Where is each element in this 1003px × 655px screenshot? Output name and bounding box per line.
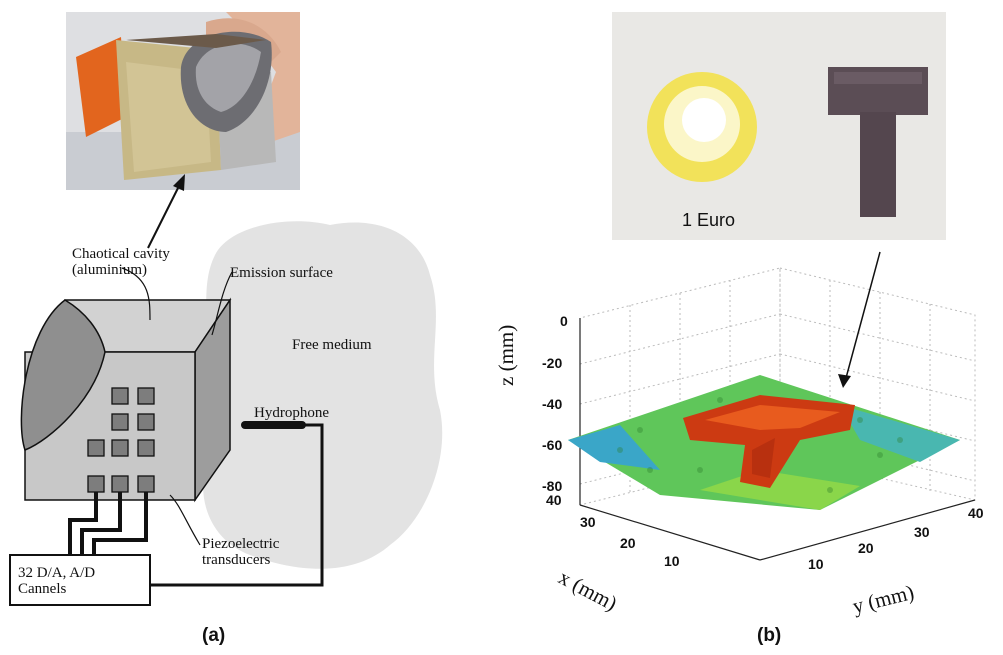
y-tick: 30 <box>914 524 930 540</box>
z-tick: 0 <box>560 313 568 329</box>
x-tick: 10 <box>664 553 680 569</box>
z-axis-label: z (mm) <box>494 324 518 386</box>
hydrophone-cable <box>150 423 324 587</box>
piezo-label: Piezoelectric transducers <box>202 536 280 568</box>
x-tick: 20 <box>620 535 636 551</box>
transducer-array <box>87 387 155 493</box>
x-tick: 40 <box>546 492 562 508</box>
x-tick: 30 <box>580 514 596 530</box>
z-tick: -80 <box>542 478 563 494</box>
z-tick: -20 <box>542 355 563 371</box>
y-tick: 20 <box>858 540 874 556</box>
transducer-cables <box>68 492 148 555</box>
target-objects-photo <box>612 12 946 240</box>
z-tick: -60 <box>542 437 563 453</box>
panel-a-label: (a) <box>202 625 226 646</box>
panel-b-label: (b) <box>757 625 782 646</box>
photo-pointer-arrow <box>147 179 183 249</box>
free-medium-label: Free medium <box>292 337 372 353</box>
y-tick: 40 <box>968 505 984 521</box>
cavity-label: Chaotical cavity (aluminium) <box>72 246 170 278</box>
electronics-box <box>9 554 151 606</box>
electronics-label: 32 D/A, A/D Cannels <box>18 565 96 597</box>
hydrophone-label: Hydrophone <box>254 405 329 421</box>
t-shaped-object <box>828 67 928 217</box>
chaotic-cavity <box>20 267 233 503</box>
cavity-photo <box>66 12 300 190</box>
t-pointer-arrow <box>845 251 881 379</box>
emission-surface-label: Emission surface <box>230 265 333 281</box>
z-tick: -40 <box>542 396 563 412</box>
y-tick: 10 <box>808 556 824 572</box>
free-medium-region <box>201 221 443 569</box>
coin-label: 1 Euro <box>682 210 736 230</box>
